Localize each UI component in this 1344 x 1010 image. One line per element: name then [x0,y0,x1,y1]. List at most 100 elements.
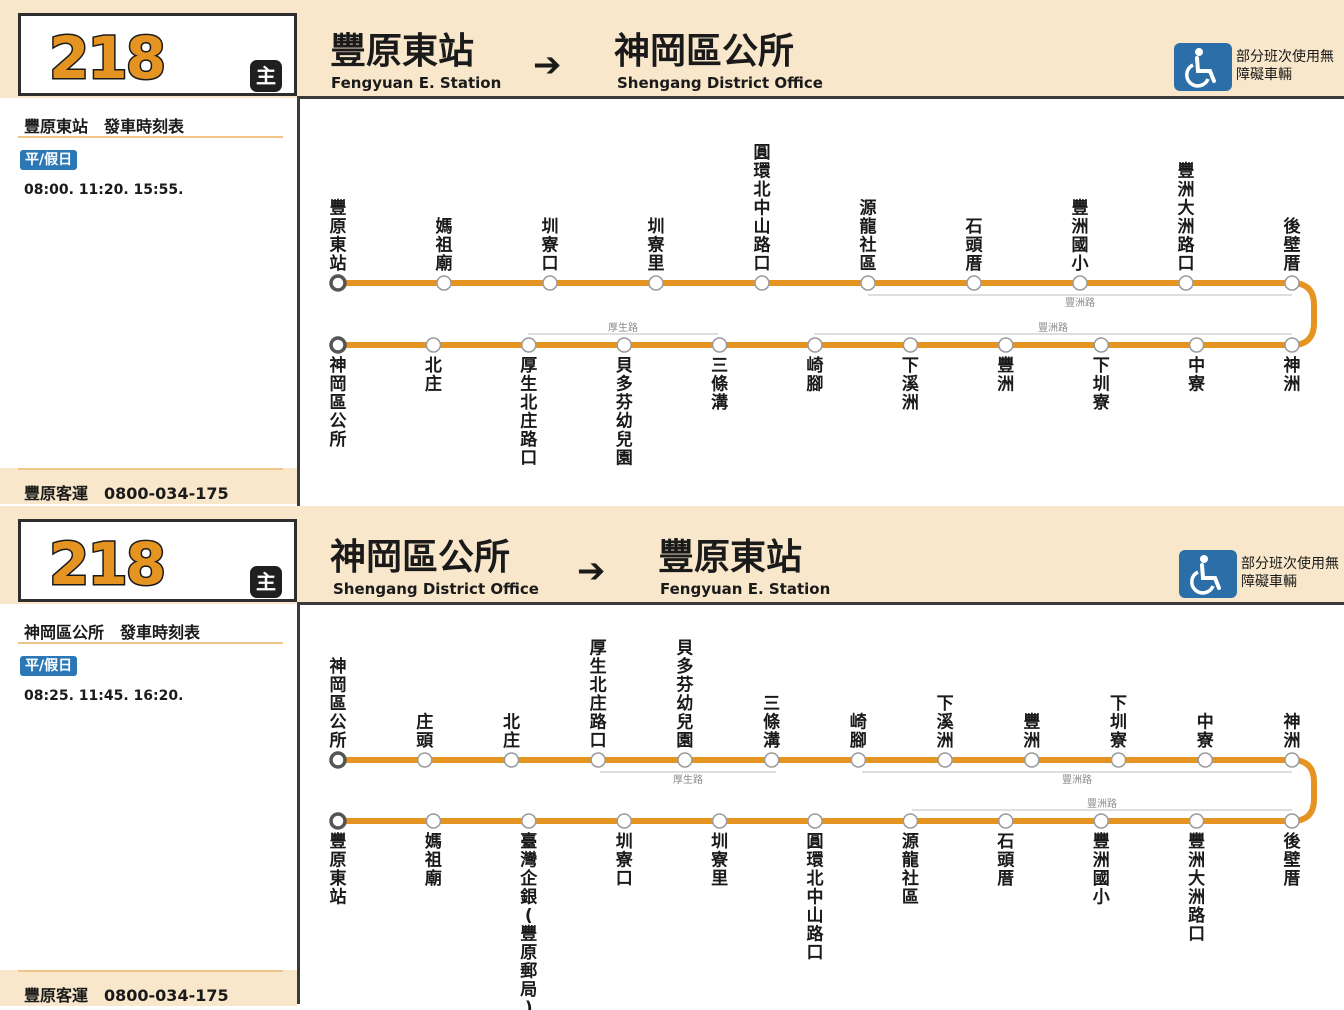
origin-name-en: Fengyuan E. Station [331,74,502,92]
stop-label: 中寮 [1187,355,1205,395]
stop-label: 神洲 [1284,355,1301,395]
stop-marker [807,337,823,353]
stop-marker [1093,337,1109,353]
terminal-stop-marker [329,812,347,830]
stop-marker [1188,813,1205,829]
stop-label: 下溪洲 [937,694,955,751]
stop-marker [937,752,953,768]
stop-marker [616,337,632,353]
stop-label: 豐洲大洲路口 [1188,831,1206,945]
stop-marker [1093,813,1109,829]
footer-rule [18,468,283,470]
route-number: 218 [47,530,167,598]
stop-label: 崎腳 [850,712,867,752]
stop-label: 源龍社區 [859,198,877,275]
stop-marker [521,337,537,353]
stop-label: 圳寮口 [541,217,559,274]
wheelchair-icon [1174,43,1232,91]
stop-label: 豐洲國小 [1093,831,1110,908]
timetable-rule [18,642,283,644]
header-divider [297,96,1344,99]
stop-marker [1110,752,1127,768]
stop-marker [1284,337,1300,353]
stop-label: 中寮 [1196,712,1214,752]
accessibility-text: 部分班次使用無障礙車輛 [1241,556,1339,590]
stop-marker [902,813,919,829]
destination-name-en: Fengyuan E. Station [660,580,831,598]
stop-marker [677,752,693,768]
stop-label: 媽祖廟 [435,216,453,274]
stop-label: 後壁厝 [1284,831,1302,889]
timetable-column: 神岡區公所 發車時刻表 平/假日 08:25. 11:45. 16:20. 豐原… [0,604,297,1010]
route-number: 218 [47,24,167,92]
route-panel-outbound: 218 主 豐原東站 Fengyuan E. Station ➔ 神岡區公所 S… [0,0,1344,506]
stop-marker [590,752,606,768]
stop-label: 豐洲 [1023,712,1040,752]
stop-label: 崎腳 [807,355,824,395]
stop-label: 圳寮里 [710,832,728,889]
destination-name-en: Shengang District Office [617,74,823,92]
stop-marker [425,337,442,353]
origin-name: 豐原東站 [330,31,475,72]
road-label: 厚生路 [608,321,638,334]
departure-times: 08:00. 11:20. 15:55. [24,182,184,198]
wheelchair-icon [1179,550,1237,598]
stop-marker [436,275,452,291]
stop-marker [416,752,433,768]
stop-label: 後壁厝 [1284,216,1302,274]
terminal-stop-marker [329,336,347,354]
stop-label: 豐洲國小 [1072,198,1089,275]
stop-marker [850,752,867,768]
origin-name-en: Shengang District Office [333,580,539,598]
stop-marker [1178,275,1194,291]
main-route-badge: 主 [250,60,282,92]
column-divider [297,602,300,1004]
road-label: 豐洲路 [1065,296,1095,309]
stop-marker [503,752,520,768]
timetable-title: 豐原東站 發車時刻表 [24,117,185,136]
stop-label: 圓環北中山路口 [754,143,772,274]
direction-arrow-icon: ➔ [533,45,562,85]
stop-label: 神洲 [1284,712,1301,752]
road-label: 豐洲路 [1038,321,1068,334]
timetable-title: 神岡區公所 發車時刻表 [24,623,201,642]
stop-marker [542,275,558,291]
stop-label: 貝多芬幼兒園 [675,639,694,752]
road-label: 厚生路 [673,773,703,786]
stop-label: 圓環北中山路口 [807,832,825,963]
stop-marker [860,275,876,291]
stop-label: 源龍社區 [901,831,919,908]
stop-label: 三條溝 [711,356,728,413]
road-label: 豐洲路 [1062,773,1092,786]
stop-marker [425,813,442,829]
destination-name: 豐原東站 [658,537,803,578]
day-type-badge: 平/假日 [20,150,78,170]
footer-rule [18,970,283,972]
header-divider [297,602,1344,605]
stop-label: 神岡區公所 [330,355,347,450]
stop-label: 北庄 [425,356,442,395]
road-label: 豐洲路 [1087,797,1117,810]
stop-marker [616,813,632,829]
route-number-box: 218 主 [18,13,297,96]
destination-name: 神岡區公所 [614,31,795,72]
timetable-column: 豐原東站 發車時刻表 平/假日 08:00. 11:20. 15:55. 豐原客… [0,98,297,504]
stop-label: 豐洲 [997,355,1014,395]
stop-label: 貝多芬幼兒園 [615,356,634,469]
stop-label: 臺灣企銀(豐原郵局) [519,831,538,1010]
stop-label: 神岡區公所 [330,656,347,751]
stop-label: 厚生北庄路口 [590,639,608,752]
stop-label: 庄頭 [416,712,434,752]
stop-marker [711,813,728,829]
stop-marker [711,337,728,353]
operator-footer: 豐原客運 0800-034-175 [0,970,297,1006]
stop-marker [998,337,1014,353]
stop-label: 媽祖廟 [424,831,442,889]
route-number-box: 218 主 [18,519,297,602]
stop-marker [1024,752,1040,768]
stop-marker [902,337,919,353]
stop-marker [1197,752,1214,768]
day-type-badge: 平/假日 [20,656,78,676]
stop-marker [1072,275,1088,291]
stop-label: 豐原東站 [330,831,347,908]
